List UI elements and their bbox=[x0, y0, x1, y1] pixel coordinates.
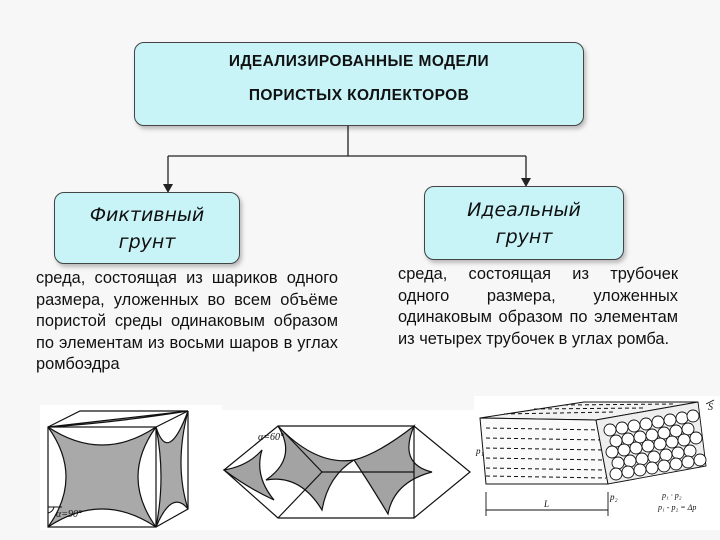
fictitious-soil-description: среда, состоящая из шариков одного разме… bbox=[36, 269, 338, 373]
tube-equation-2: p₁ - p₂ = Δp bbox=[657, 503, 696, 512]
ideal-soil-description: среда, состоящая из трубочек одного разм… bbox=[398, 265, 678, 348]
rhombohedron-angle-label: α=60° bbox=[258, 432, 284, 443]
tube-equation-1: p₁ · p₂ bbox=[661, 491, 682, 500]
fictitious-soil-title-1: Фиктивный bbox=[89, 204, 205, 226]
fictitious-soil-title-2: грунт bbox=[118, 231, 176, 253]
tube-p1-label: p₁ bbox=[475, 446, 484, 456]
tube-bundle-figure: S p₁ p₂ L p₁ · p₂ p₁ - p₂ = Δp bbox=[474, 396, 720, 530]
rhombohedron-packing-figure: α=60° bbox=[218, 410, 478, 530]
ideal-soil-title-2: грунт bbox=[495, 226, 553, 248]
ideal-soil-title-1: Идеальный bbox=[467, 199, 581, 221]
fictitious-soil-box: Фиктивный грунт bbox=[54, 192, 240, 264]
ideal-soil-box: Идеальный грунт bbox=[424, 186, 624, 260]
title-line-1: ИДЕАЛИЗИРОВАННЫЕ МОДЕЛИ bbox=[228, 53, 490, 70]
cube-packing-figure: α=90° bbox=[40, 405, 222, 530]
tube-p2-label: p₂ bbox=[609, 492, 618, 502]
title-box: ИДЕАЛИЗИРОВАННЫЕ МОДЕЛИ ПОРИСТЫХ КОЛЛЕКТ… bbox=[134, 42, 584, 126]
cube-angle-label: α=90° bbox=[56, 509, 82, 520]
tube-l-label: L bbox=[543, 499, 549, 509]
title-line-2: ПОРИСТЫХ КОЛЛЕКТОРОВ bbox=[248, 87, 470, 104]
tube-s-label: S bbox=[708, 402, 713, 413]
